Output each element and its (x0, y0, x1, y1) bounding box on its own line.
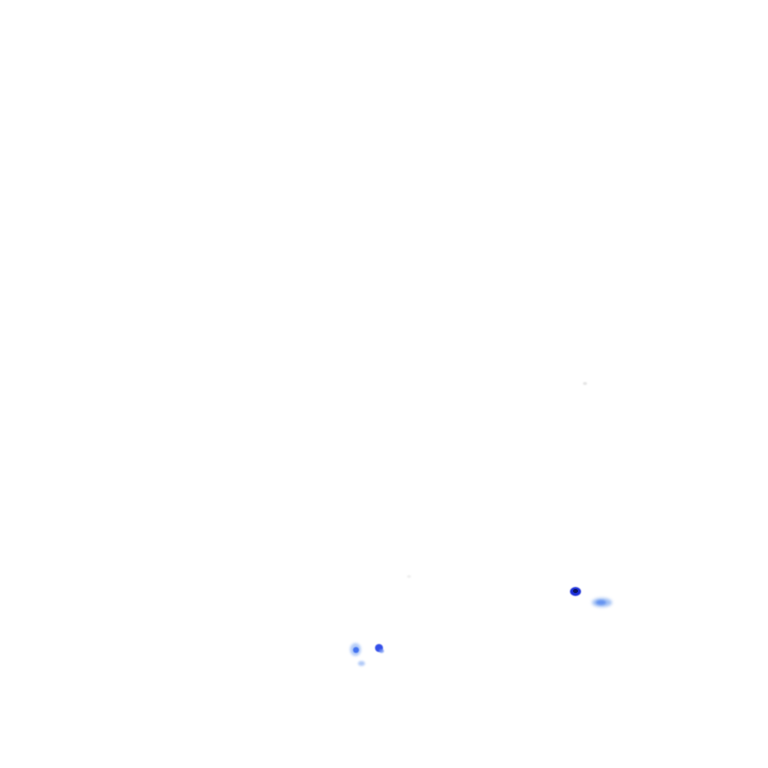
precip-smear-light (592, 598, 612, 607)
precip-speck-left-core (353, 647, 359, 653)
precip-speck-right (375, 644, 383, 652)
precip-smear-light-core (596, 600, 606, 605)
precip-speck-left-halo (350, 643, 361, 656)
faint-speck-upper (583, 382, 587, 385)
precip-blob-dark (570, 587, 581, 596)
precip-blob-dark-core (573, 589, 578, 593)
precip-speck-right-tail (379, 649, 384, 653)
precip-speck-small (358, 661, 365, 666)
faint-speck-mid (407, 575, 411, 578)
